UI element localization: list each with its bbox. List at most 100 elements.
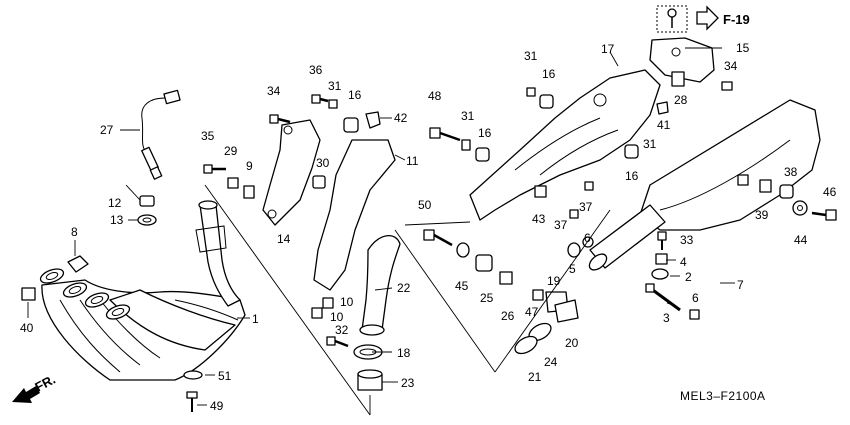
bolt-46[interactable]: [811, 209, 837, 221]
clamp-20[interactable]: [554, 299, 579, 323]
collar-13[interactable]: [137, 214, 157, 226]
callout-36[interactable]: 36: [309, 63, 323, 77]
clip-2[interactable]: [651, 268, 669, 280]
gasket-8[interactable]: [67, 255, 89, 273]
oxygen-sensor[interactable]: [141, 89, 181, 180]
callout-37-upper[interactable]: 37: [579, 200, 593, 214]
callout-51[interactable]: 51: [218, 369, 232, 383]
connecting-pipe-22[interactable]: [359, 235, 401, 336]
callout-40[interactable]: 40: [20, 321, 34, 335]
callout-32[interactable]: 32: [335, 323, 349, 337]
callout-30[interactable]: 30: [316, 156, 330, 170]
callout-4[interactable]: 4: [680, 255, 687, 269]
callout-11[interactable]: 11: [406, 154, 419, 168]
callout-5[interactable]: 5: [569, 262, 576, 276]
heat-shield-11[interactable]: [311, 139, 396, 319]
bolt-31-left[interactable]: [328, 99, 338, 109]
grommet-16-top[interactable]: [539, 94, 554, 109]
gasket-5[interactable]: [567, 242, 581, 258]
callout-33[interactable]: 33: [680, 233, 694, 247]
grommet-31-right[interactable]: [624, 144, 639, 159]
bolt-48[interactable]: [429, 127, 461, 142]
grommet-25[interactable]: [475, 254, 493, 272]
nut-4[interactable]: [655, 253, 668, 265]
callout-6-upper[interactable]: 6: [584, 231, 591, 245]
collar-28[interactable]: [671, 71, 685, 87]
callout-7[interactable]: 7: [737, 278, 744, 292]
callout-22[interactable]: 22: [397, 281, 411, 295]
callout-16-left[interactable]: 16: [348, 88, 362, 102]
callout-29[interactable]: 29: [224, 144, 238, 158]
callout-41[interactable]: 41: [657, 118, 671, 132]
callout-27[interactable]: 27: [100, 123, 114, 137]
callout-34-left[interactable]: 34: [267, 84, 281, 98]
callout-8[interactable]: 8: [71, 225, 78, 239]
callout-45[interactable]: 45: [455, 279, 469, 293]
heat-protector-15[interactable]: [649, 37, 715, 83]
callout-15[interactable]: 15: [736, 41, 750, 55]
callout-24[interactable]: 24: [544, 355, 558, 369]
callout-9[interactable]: 9: [246, 159, 253, 173]
bolt-34-top[interactable]: [721, 81, 733, 91]
callout-10-lower[interactable]: 10: [330, 310, 344, 324]
bolt-35[interactable]: [203, 164, 226, 174]
clip-41[interactable]: [656, 101, 669, 115]
collar-26[interactable]: [499, 271, 513, 285]
washer-45[interactable]: [456, 242, 470, 258]
bolt-31-mid[interactable]: [461, 139, 471, 151]
nut-9[interactable]: [243, 185, 255, 199]
bolt-36[interactable]: [311, 94, 329, 104]
callout-3[interactable]: 3: [663, 311, 670, 325]
callout-20[interactable]: 20: [565, 336, 579, 350]
callout-13[interactable]: 13: [110, 213, 124, 227]
collar-39[interactable]: [759, 179, 772, 193]
callout-50[interactable]: 50: [418, 198, 432, 212]
callout-46[interactable]: 46: [823, 185, 837, 199]
callout-1[interactable]: 1: [252, 312, 259, 326]
callout-31-left[interactable]: 31: [328, 79, 342, 93]
callout-19[interactable]: 19: [547, 274, 561, 288]
reference-link-f19[interactable]: F-19: [656, 5, 750, 33]
callout-47[interactable]: 47: [525, 305, 539, 319]
callout-16-top[interactable]: 16: [542, 67, 556, 81]
bolt-34[interactable]: [269, 114, 291, 124]
callout-48[interactable]: 48: [428, 89, 442, 103]
callout-35[interactable]: 35: [201, 129, 215, 143]
callout-18[interactable]: 18: [397, 346, 411, 360]
callout-38[interactable]: 38: [784, 165, 798, 179]
exhaust-manifold[interactable]: [39, 200, 246, 381]
exhaust-chamber-17[interactable]: [469, 69, 661, 221]
grommet-30[interactable]: [312, 175, 326, 189]
nut-29[interactable]: [227, 177, 239, 189]
callout-49[interactable]: 49: [210, 399, 224, 413]
callout-14[interactable]: 14: [277, 232, 291, 246]
callout-31-right[interactable]: 31: [643, 137, 657, 151]
callout-26[interactable]: 26: [501, 309, 515, 323]
washer-6-lower[interactable]: [689, 309, 700, 320]
bolt-49[interactable]: [186, 391, 198, 412]
callout-17[interactable]: 17: [601, 42, 615, 56]
callout-16-mid[interactable]: 16: [478, 126, 492, 140]
callout-31-mid[interactable]: 31: [461, 109, 475, 123]
callout-43[interactable]: 43: [532, 212, 546, 226]
protector-14[interactable]: [262, 119, 321, 226]
clip-42[interactable]: [365, 111, 381, 129]
callout-12[interactable]: 12: [108, 196, 122, 210]
callout-31-top[interactable]: 31: [524, 49, 538, 63]
callout-10-upper[interactable]: 10: [340, 295, 354, 309]
bolt-3[interactable]: [645, 283, 681, 312]
bolt-47[interactable]: [532, 289, 544, 301]
callout-25[interactable]: 25: [480, 291, 494, 305]
callout-44[interactable]: 44: [794, 233, 808, 247]
band-clamp-18[interactable]: [353, 344, 383, 360]
callout-23[interactable]: 23: [401, 376, 415, 390]
nut-43[interactable]: [534, 185, 547, 198]
callout-6-lower[interactable]: 6: [692, 291, 699, 305]
bolt-37[interactable]: [569, 181, 594, 219]
callout-21[interactable]: 21: [528, 370, 542, 384]
callout-39[interactable]: 39: [755, 208, 769, 222]
bolt-32[interactable]: [326, 336, 349, 348]
washer-44[interactable]: [792, 200, 808, 216]
callout-42[interactable]: 42: [394, 111, 408, 125]
gasket-23[interactable]: [357, 369, 383, 391]
